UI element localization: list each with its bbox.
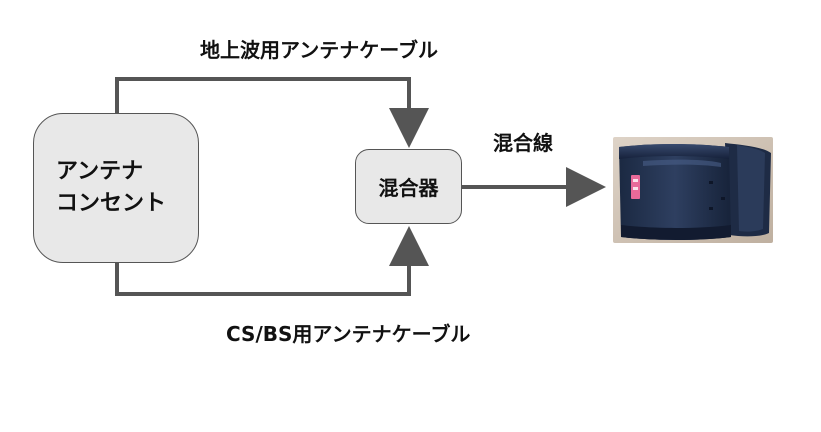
antenna-outlet-box: アンテナ コンセント xyxy=(33,113,199,263)
satellite-cable-label: CS/BS用アンテナケーブル xyxy=(226,322,471,346)
mixer-device-photo xyxy=(613,137,773,243)
mixer-device-illustration xyxy=(613,137,773,243)
antenna-outlet-label-line1: アンテナ xyxy=(56,159,144,184)
terrestrial-cable-line xyxy=(115,77,429,148)
antenna-outlet-label-line2: コンセント xyxy=(56,191,167,216)
terrestrial-cable-label: 地上波用アンテナケーブル xyxy=(200,38,438,62)
mixer-box: 混合器 xyxy=(355,149,462,224)
mixed-line-label: 混合線 xyxy=(493,131,553,155)
satellite-cable-line xyxy=(115,226,429,296)
mixer-label: 混合器 xyxy=(378,176,439,200)
